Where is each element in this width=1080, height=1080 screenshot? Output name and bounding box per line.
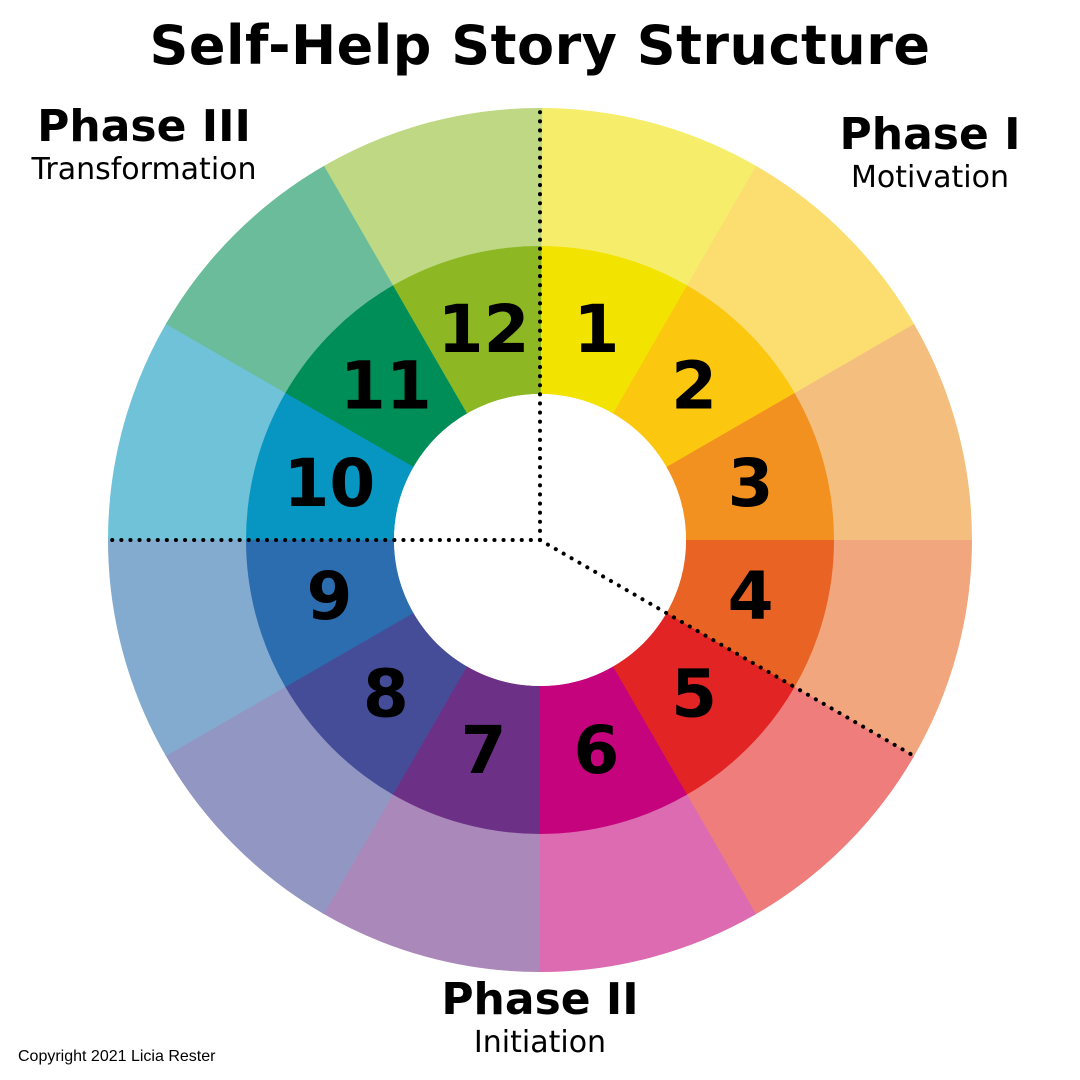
step-number-7: 7 bbox=[461, 712, 507, 789]
phase-2-subtitle: Initiation bbox=[473, 1025, 607, 1060]
step-number-10: 10 bbox=[283, 445, 375, 522]
inner-segment-4 bbox=[666, 540, 834, 689]
outer-segment-4 bbox=[793, 540, 972, 758]
inner-segment-3 bbox=[666, 393, 834, 542]
phase-1-label: Phase I Motivation bbox=[820, 110, 1040, 196]
phase-2-label: Phase II Initiation bbox=[400, 975, 680, 1061]
step-number-2: 2 bbox=[671, 347, 717, 424]
step-number-6: 6 bbox=[573, 712, 619, 789]
outer-segment-8 bbox=[164, 685, 394, 915]
phase-3-title: Phase III bbox=[37, 101, 251, 152]
inner-segment-8 bbox=[284, 612, 467, 795]
inner-segment-6 bbox=[538, 666, 687, 834]
inner-segment-11 bbox=[285, 284, 468, 467]
outer-segment-12 bbox=[324, 108, 543, 286]
step-number-12: 12 bbox=[438, 291, 530, 368]
page-title: Self-Help Story Structure bbox=[149, 14, 931, 77]
inner-segment-7 bbox=[391, 666, 540, 834]
phase-2-title: Phase II bbox=[441, 974, 639, 1025]
outer-ring bbox=[108, 108, 972, 972]
inner-segment-5 bbox=[612, 613, 795, 796]
phase-1-subtitle: Motivation bbox=[851, 160, 1009, 195]
outer-segment-5 bbox=[685, 686, 915, 916]
outer-segment-3 bbox=[794, 324, 972, 543]
outer-segment-7 bbox=[322, 793, 540, 972]
inner-segment-9 bbox=[246, 538, 414, 687]
outer-segment-2 bbox=[686, 165, 916, 395]
inner-segment-1 bbox=[540, 246, 689, 414]
step-number-1: 1 bbox=[573, 291, 619, 368]
phase-1-title: Phase I bbox=[839, 109, 1021, 160]
step-number-8: 8 bbox=[363, 656, 409, 733]
step-number-11: 11 bbox=[340, 347, 432, 424]
outer-segment-10 bbox=[108, 322, 287, 540]
outer-segment-6 bbox=[537, 794, 756, 972]
phase-3-subtitle: Transformation bbox=[31, 152, 257, 187]
inner-segment-12 bbox=[393, 245, 542, 414]
outer-segment-9 bbox=[108, 537, 286, 756]
phase-dividers bbox=[106, 103, 916, 758]
inner-segment-2 bbox=[613, 285, 796, 468]
inner-segment-10 bbox=[246, 391, 414, 540]
outer-segment-11 bbox=[165, 164, 395, 394]
copyright-text: Copyright 2021 Licia Rester bbox=[18, 1048, 216, 1065]
step-number-4: 4 bbox=[728, 558, 774, 635]
divider-phase-1-2 bbox=[538, 538, 916, 758]
step-number-3: 3 bbox=[728, 445, 774, 522]
inner-ring bbox=[246, 245, 834, 834]
outer-segment-1 bbox=[540, 108, 758, 287]
phase-3-label: Phase III Transformation bbox=[14, 102, 274, 188]
step-number-9: 9 bbox=[306, 558, 352, 635]
step-number-5: 5 bbox=[671, 656, 717, 733]
